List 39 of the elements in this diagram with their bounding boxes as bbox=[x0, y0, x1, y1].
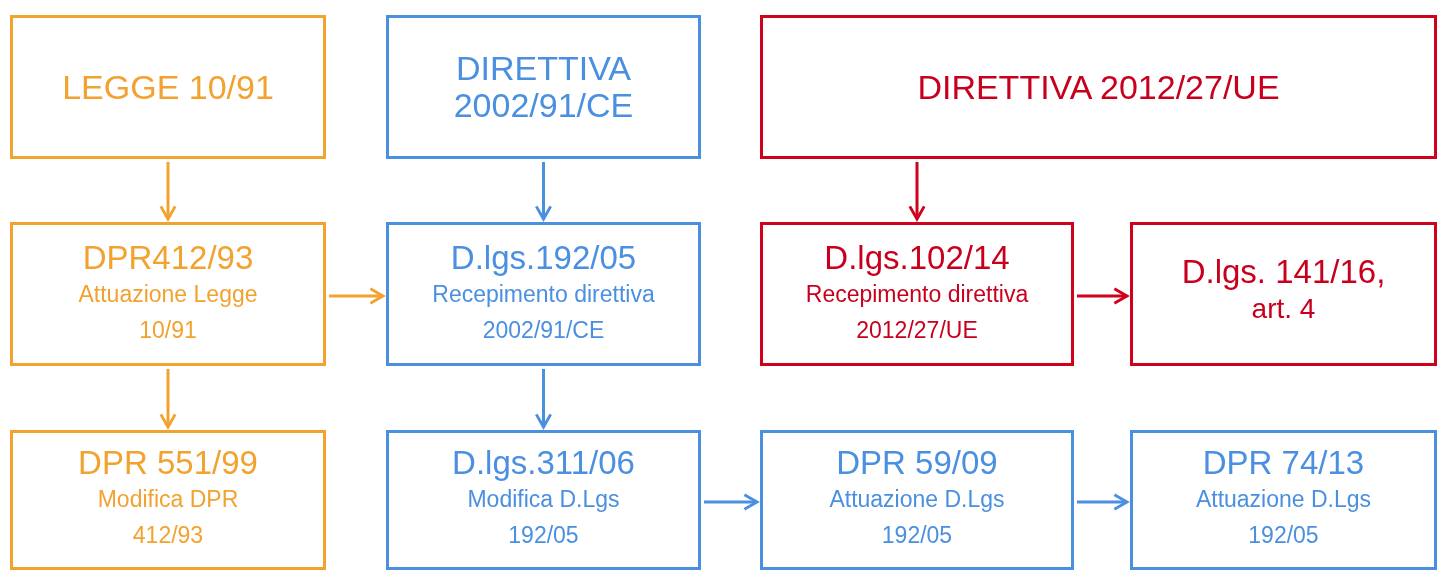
process-box bbox=[10, 430, 326, 570]
box-subtitle: Recepimento direttiva 2012/27/UE bbox=[804, 280, 1030, 345]
box-subtitle: Recepimento direttiva 2002/91/CE bbox=[431, 280, 656, 345]
process-box bbox=[760, 15, 1437, 159]
box-title: D.lgs.311/06 bbox=[451, 445, 636, 481]
box-subtitle: Modifica DPR 412/93 bbox=[96, 485, 240, 550]
box-title: DPR 74/13 bbox=[1201, 445, 1366, 481]
box-title: DIRETTIVA 2002/91/CE bbox=[452, 50, 635, 124]
box-subtitle: Attuazione Legge 10/91 bbox=[77, 280, 259, 345]
box-subtitle: Attuazione D.Lgs 192/05 bbox=[1194, 485, 1373, 550]
box-title: DPR 59/09 bbox=[835, 445, 999, 481]
process-box bbox=[1130, 222, 1437, 366]
process-box bbox=[10, 15, 326, 159]
arrow bbox=[159, 162, 177, 221]
process-box bbox=[760, 222, 1074, 366]
process-box bbox=[10, 222, 326, 366]
box-title: LEGGE 10/91 bbox=[61, 68, 275, 106]
process-box bbox=[386, 222, 701, 366]
arrow bbox=[534, 369, 553, 429]
box-title: D.lgs.192/05 bbox=[449, 240, 638, 276]
arrow bbox=[534, 162, 553, 221]
arrow bbox=[159, 369, 177, 429]
box-title: DIRETTIVA 2012/27/UE bbox=[916, 68, 1281, 106]
arrow bbox=[704, 493, 759, 511]
box-title: D.lgs.102/14 bbox=[823, 240, 1011, 276]
box-title: DPR412/93 bbox=[81, 240, 255, 276]
arrow bbox=[329, 287, 385, 305]
process-box bbox=[386, 15, 701, 159]
process-box bbox=[1130, 430, 1437, 570]
arrow bbox=[1077, 287, 1129, 305]
arrow bbox=[1077, 493, 1129, 511]
process-box bbox=[760, 430, 1074, 570]
box-title: D.lgs. 141/16, bbox=[1180, 253, 1387, 290]
box-subtitle: art. 4 bbox=[1250, 291, 1317, 326]
box-subtitle: Attuazione D.Lgs 192/05 bbox=[828, 485, 1006, 550]
process-box bbox=[386, 430, 701, 570]
box-title: DPR 551/99 bbox=[77, 445, 259, 481]
box-subtitle: Modifica D.Lgs 192/05 bbox=[466, 485, 621, 550]
arrow bbox=[908, 162, 926, 221]
